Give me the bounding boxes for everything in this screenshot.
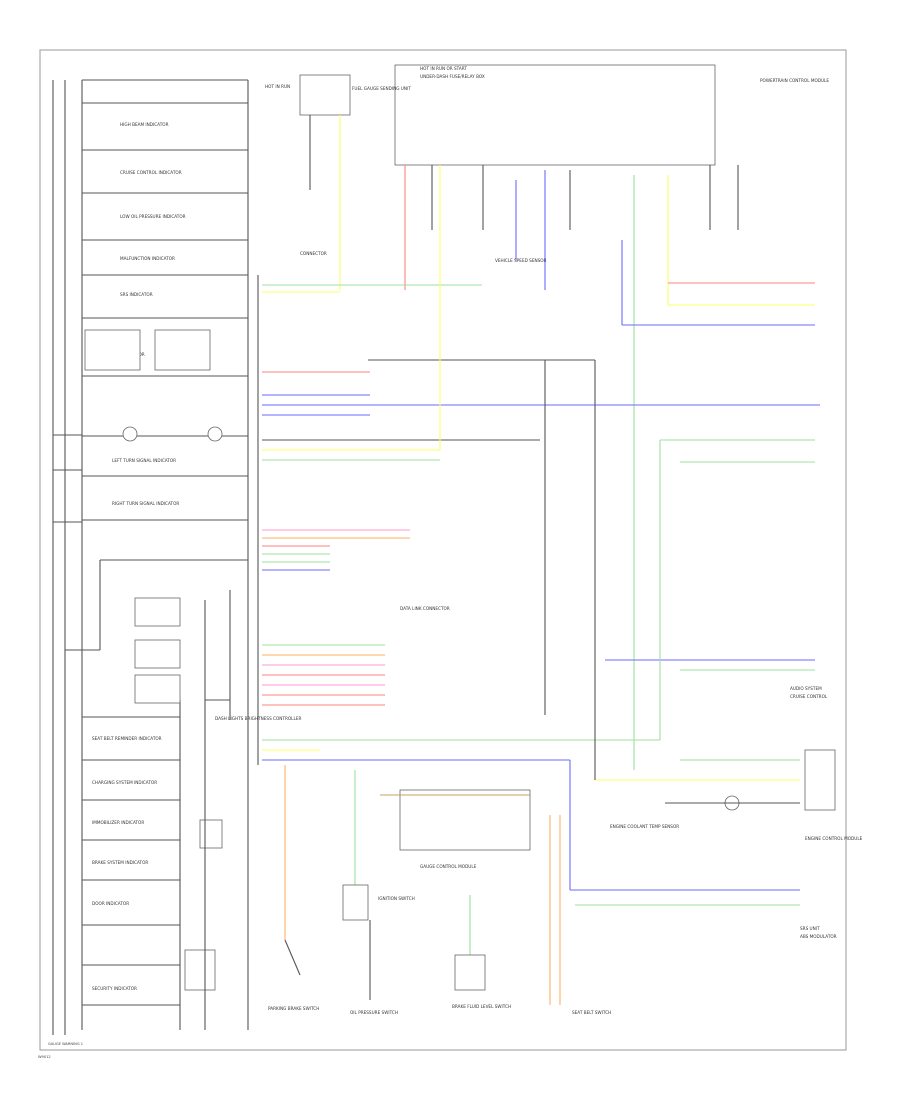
relay-box-1 bbox=[134, 597, 181, 627]
brake-fluid-switch-icon bbox=[454, 954, 486, 991]
harness-wires bbox=[262, 165, 820, 906]
left-components bbox=[84, 329, 231, 1030]
label-srs-unit: SRS UNIT bbox=[800, 926, 820, 931]
gauge-module-icon bbox=[184, 949, 216, 991]
label-ignition-switch: IGNITION SWITCH bbox=[378, 896, 415, 901]
left-turn-bulb-icon bbox=[122, 426, 138, 442]
center-bottom-components: GAUGE CONTROL MODULE IGNITION SWITCH DAS… bbox=[215, 258, 679, 1015]
label-oil-pressure-switch: PARKING BRAKE SWITCH bbox=[268, 1006, 319, 1011]
diagram-frame bbox=[39, 49, 847, 1051]
relay-box-2 bbox=[134, 639, 181, 669]
label-center-connector: DATA LINK CONNECTOR bbox=[400, 606, 450, 611]
label-charging-system: CHARGING SYSTEM INDICATOR bbox=[92, 780, 157, 785]
srs-indicator-box bbox=[154, 329, 211, 371]
label-srs: SRS INDICATOR bbox=[120, 292, 153, 297]
gauge-control-module bbox=[399, 789, 531, 851]
label-brake-system: BRAKE SYSTEM INDICATOR bbox=[92, 860, 148, 865]
label-data-link-connector: ENGINE COOLANT TEMP SENSOR bbox=[610, 824, 679, 829]
label-hot-run-start: HOT IN RUN OR START bbox=[420, 66, 467, 71]
label-fuse-relay-box: UNDER-DASH FUSE/RELAY BOX bbox=[420, 74, 485, 79]
footer-page-label: GAUGE WARNING 1 bbox=[48, 1042, 83, 1046]
label-gauge-control-module: GAUGE CONTROL MODULE bbox=[420, 864, 477, 869]
label-security: SECURITY INDICATOR bbox=[92, 986, 137, 991]
under-dash-fuse-box bbox=[394, 64, 716, 166]
label-seat-belt-switch: OIL PRESSURE SWITCH bbox=[350, 1010, 398, 1015]
abs-indicator-box bbox=[84, 329, 141, 371]
label-immobilizer: IMMOBILIZER INDICATOR bbox=[92, 820, 144, 825]
left-indicator-labels: HIGH BEAM INDICATOR CRUISE CONTROL INDIC… bbox=[92, 122, 186, 991]
label-coolant-sensor: VEHICLE SPEED SENSOR bbox=[495, 258, 547, 263]
label-seat-belt-reminder: SEAT BELT REMINDER INDICATOR bbox=[92, 736, 162, 741]
label-connector: CONNECTOR bbox=[300, 251, 327, 256]
dash-controller-icon bbox=[199, 819, 223, 849]
right-labels: AUDIO SYSTEM CRUISE CONTROL ENGINE CONTR… bbox=[665, 686, 863, 939]
label-low-oil-pressure: LOW OIL PRESSURE INDICATOR bbox=[120, 214, 186, 219]
label-ecm: ENGINE CONTROL MODULE bbox=[805, 836, 863, 841]
fuse-drops bbox=[404, 165, 739, 770]
label-malfunction: MALFUNCTION INDICATOR bbox=[120, 256, 175, 261]
footer-corner-label: W9012 bbox=[38, 1055, 51, 1059]
label-brake-fluid-switch: BRAKE FLUID LEVEL SWITCH bbox=[452, 1004, 511, 1009]
label-high-beam: HIGH BEAM INDICATOR bbox=[120, 122, 169, 127]
top-components: HOT IN RUN FUEL GAUGE SENDING UNIT HOT I… bbox=[265, 64, 836, 811]
label-vehicle-speed-sensor: SEAT BELT SWITCH bbox=[572, 1010, 611, 1015]
label-right-turn: RIGHT TURN SIGNAL INDICATOR bbox=[112, 501, 179, 506]
ignition-switch-icon bbox=[342, 884, 369, 921]
relay-box-3 bbox=[134, 674, 181, 704]
label-left-turn: LEFT TURN SIGNAL INDICATOR bbox=[112, 458, 176, 463]
label-door: DOOR INDICATOR bbox=[92, 901, 129, 906]
powertrain-control-module bbox=[804, 749, 836, 811]
label-pcm: POWERTRAIN CONTROL MODULE bbox=[760, 78, 829, 83]
label-audio-system: AUDIO SYSTEM bbox=[790, 686, 822, 691]
label-abs-modulator: ABS MODULATOR bbox=[800, 934, 837, 939]
left-indicator-column bbox=[52, 79, 249, 1035]
fuel-gauge-sending-unit bbox=[299, 74, 351, 116]
label-cruise-control: CRUISE CONTROL bbox=[790, 694, 828, 699]
label-hot-in-run: HOT IN RUN bbox=[265, 84, 290, 89]
label-fuel-gauge-sender: FUEL GAUGE SENDING UNIT bbox=[352, 86, 411, 91]
label-dash-controller: DASH LIGHTS BRIGHTNESS CONTROLLER bbox=[215, 716, 301, 721]
label-cruise-control-indicator: CRUISE CONTROL INDICATOR bbox=[120, 170, 182, 175]
right-turn-bulb-icon bbox=[207, 426, 223, 442]
